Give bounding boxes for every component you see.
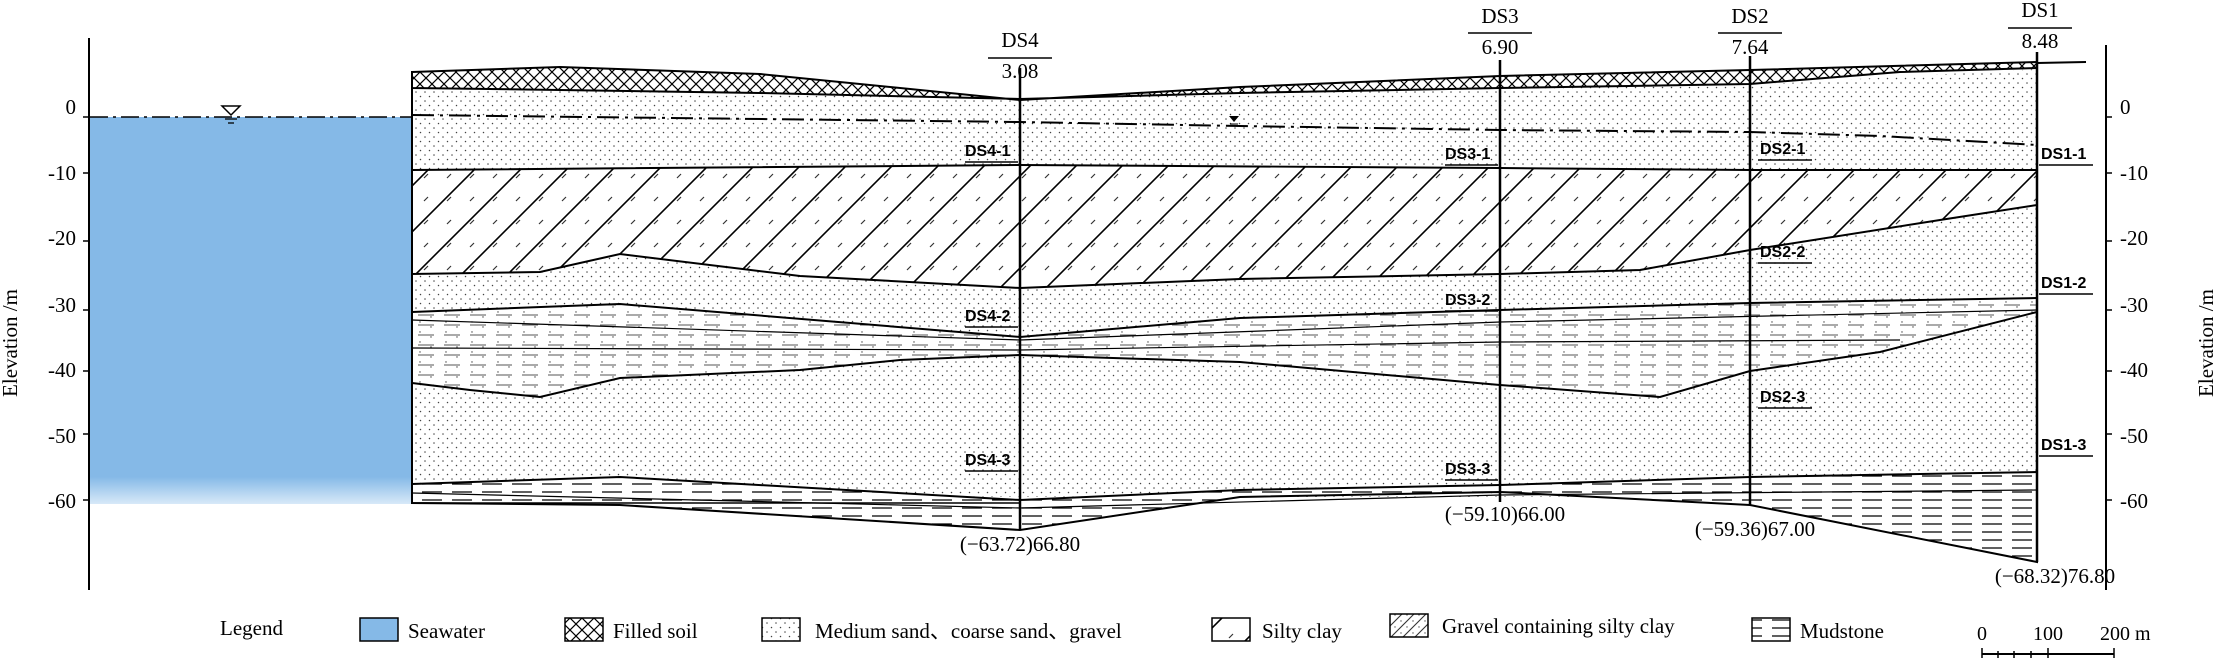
borehole-ds3-bottom: (−59.10)66.00 [1445,502,1565,526]
borehole-ds2-name: DS2 [1731,4,1768,28]
sample-ds4-3: DS4-3 [965,452,1010,469]
right-axis-label: Elevation /m [2194,289,2218,397]
borehole-ds1-surface: 8.48 [2022,29,2059,53]
legend-swatch-seawater [359,617,399,642]
scale-label-100: 100 [2033,623,2063,645]
sample-ds3-3: DS3-3 [1445,461,1490,478]
borehole-ds3-surface: 6.90 [1482,35,1519,59]
right-tick-40: -40 [2120,358,2148,382]
right-tick-50: -50 [2120,424,2148,448]
borehole-ds1-name: DS1 [2021,0,2058,22]
left-tick-50: -50 [48,424,76,448]
right-tick-10: -10 [2120,161,2148,185]
water-level-icon [220,105,242,124]
left-tick-10: -10 [48,161,76,185]
sample-ds2-3: DS2-3 [1760,389,1805,406]
legend: Legend Seawater Filled soil Medium sand、… [220,613,1884,643]
right-tick-20: -20 [2120,226,2148,250]
sample-ds2-2: DS2-2 [1760,244,1805,261]
sample-labels: DS4-1 DS4-2 DS4-3 DS3-1 DS3-2 DS3-3 DS2-… [965,141,2093,481]
legend-label-mudstone: Mudstone [1800,619,1884,643]
gravel-silty-clay-layer [412,298,2037,397]
sample-ds4-1: DS4-1 [965,143,1010,160]
left-tick-20: -20 [48,226,76,250]
borehole-ds1-bottom: (−68.32)76.80 [1995,564,2115,588]
silty-clay-layer [411,163,2038,290]
borehole-ds4-surface: 3.08 [1002,59,1039,83]
left-tick-0: 0 [66,95,77,119]
borehole-ds4-bottom: (−63.72)66.80 [960,532,1080,556]
borehole-ds3-name: DS3 [1481,4,1518,28]
legend-swatch-silty-clay [1211,617,1251,642]
left-tick-60: -60 [48,489,76,513]
groundwater-level-icon [1229,116,1239,125]
right-tick-0: 0 [2120,95,2131,119]
seawater-body [90,117,412,504]
sample-ds1-1: DS1-1 [2041,146,2086,163]
legend-swatch-filled-soil [564,617,604,642]
sample-ds3-1: DS3-1 [1445,146,1490,163]
sample-ds1-3: DS1-3 [2041,437,2086,454]
sample-ds1-2: DS1-2 [2041,275,2086,292]
borehole-ds2-surface: 7.64 [1732,35,1769,59]
legend-label-gravel: Gravel containing silty clay [1442,614,1675,638]
sample-ds2-1: DS2-1 [1760,141,1805,158]
right-tick-30: -30 [2120,293,2148,317]
scale-bar: 0 100 200 m [1977,623,2151,658]
left-tick-40: -40 [48,358,76,382]
left-axis-label: Elevation /m [0,289,22,397]
legend-swatch-mudstone [1751,617,1791,642]
sample-ds4-2: DS4-2 [965,308,1010,325]
legend-label-seawater: Seawater [408,619,485,643]
scale-label-200: 200 m [2100,623,2151,645]
legend-label-filled-soil: Filled soil [613,619,698,643]
legend-title: Legend [220,616,283,640]
legend-swatch-gravel [1389,613,1429,638]
left-axis: 0 -10 -20 -30 -40 -50 -60 Elevation /m [0,38,90,590]
filled-soil-layer [411,60,2038,102]
borehole-ds4-name: DS4 [1001,28,1039,52]
left-tick-30: -30 [48,293,76,317]
sample-ds3-2: DS3-2 [1445,292,1490,309]
legend-label-silty-clay: Silty clay [1262,619,1342,643]
scale-label-0: 0 [1977,623,1987,645]
legend-swatch-sand [761,617,801,642]
borehole-ds2-bottom: (−59.36)67.00 [1695,517,1815,541]
right-axis: 0 -10 -20 -30 -40 -50 -60 Elevation /m [2105,45,2218,590]
legend-label-sand: Medium sand、coarse sand、gravel [815,619,1122,643]
right-tick-60: -60 [2120,489,2148,513]
